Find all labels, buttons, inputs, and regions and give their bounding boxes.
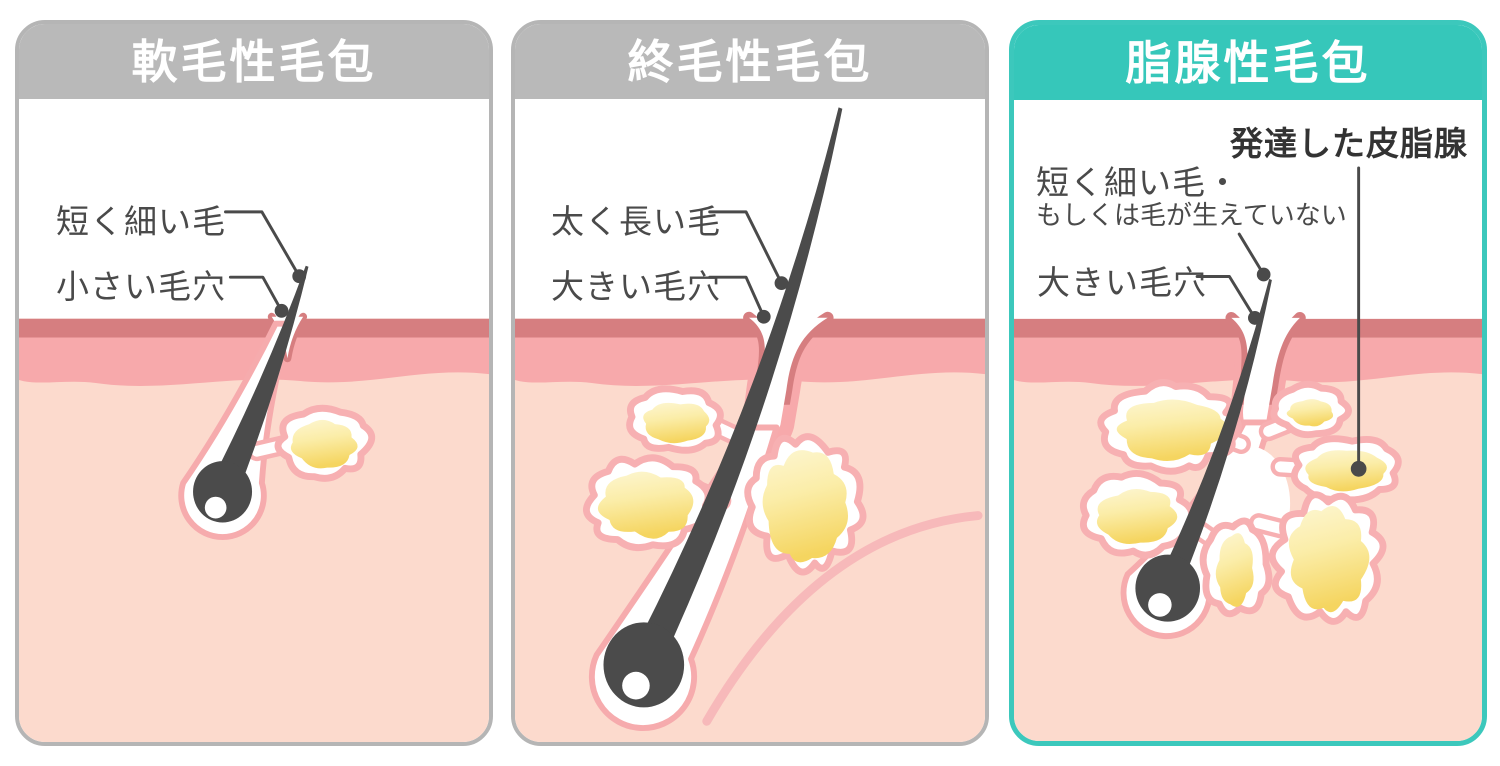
leader-lines [708, 210, 783, 319]
panel-terminal-follicle: 終毛性毛包 太く長い毛 大きい毛穴 [511, 20, 989, 746]
panel-vellus-follicle: 軟毛性毛包 短く細い毛 小さい毛穴 [15, 20, 493, 746]
panel-title: 軟毛性毛包 [131, 35, 377, 88]
terminal-follicle-illustration [515, 107, 985, 742]
hair-shaft [208, 265, 309, 498]
leader-dot [1350, 460, 1367, 477]
panel-title: 脂腺性毛包 [1125, 36, 1371, 89]
panel-header: 軟毛性毛包 [19, 24, 489, 99]
sebaceous-gland [1290, 435, 1402, 504]
label-large-pore: 大きい毛穴 [1037, 264, 1207, 301]
sebaceous-follicle-illustration [1014, 166, 1482, 741]
leader-dot [1248, 311, 1262, 325]
sebaceous-gland [583, 454, 712, 552]
arrector-pili-muscle [702, 511, 983, 726]
leader-lines [224, 210, 301, 313]
leader-dot [774, 276, 789, 291]
epidermis-layer [19, 318, 489, 338]
sebaceous-gland [744, 433, 867, 576]
sebaceous-gland [1270, 380, 1352, 439]
leader-dot [292, 269, 307, 284]
sebaceous-gland [626, 385, 724, 454]
hair-papilla [204, 496, 227, 519]
leader-dot [1256, 267, 1271, 282]
hair-papilla [622, 671, 650, 700]
label-or-no-hair: もしくは毛が生えていない [1036, 200, 1347, 230]
label-large-pore: 大きい毛穴 [551, 268, 721, 305]
label-short-thin-hair: 短く細い毛・ [1036, 164, 1240, 201]
panel-header: 脂腺性毛包 [1014, 25, 1482, 100]
label-developed-sebaceous-gland: 発達した皮脂腺 [1230, 125, 1468, 162]
sebaceous-gland [1097, 379, 1242, 475]
leader-dot [756, 309, 771, 324]
panel-sebaceous-follicle: 脂腺性毛包 発達した皮脂腺 短く細い毛・ もしくは毛が生えていない 大きい毛穴 [1009, 20, 1487, 746]
epidermis-layer [515, 318, 985, 338]
vellus-follicle-illustration [19, 210, 489, 742]
label-small-pore: 小さい毛穴 [56, 268, 226, 305]
leader-lines [1195, 166, 1361, 471]
panel-title: 終毛性毛包 [627, 35, 873, 88]
panel-header: 終毛性毛包 [515, 24, 985, 99]
label-thick-long-hair: 太く長い毛 [551, 203, 721, 240]
sebaceous-gland [1268, 491, 1387, 625]
dermis-upper-layer [515, 337, 985, 386]
label-short-thin-hair: 短く細い毛 [56, 203, 226, 240]
hair-papilla [1148, 593, 1172, 617]
leader-dot [274, 303, 289, 318]
sebaceous-gland [1199, 517, 1273, 618]
sebaceous-gland [274, 404, 376, 482]
sebaceous-gland [1079, 469, 1196, 559]
